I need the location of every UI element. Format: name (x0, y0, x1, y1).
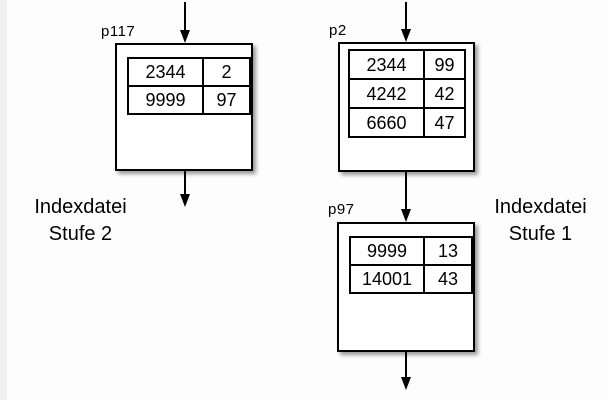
node-table-p2: 2344 99 4242 42 6660 47 (348, 49, 466, 138)
pointer-cell: 99 (423, 49, 466, 80)
node-box-p97: 9999 13 14001 43 (337, 222, 475, 352)
key-cell: 14001 (349, 264, 425, 294)
key-cell: 6660 (348, 107, 425, 138)
key-cell: 9999 (127, 85, 204, 115)
table-row: 2344 2 (127, 57, 251, 87)
arrow-out-of-p117-head (180, 194, 190, 207)
node-box-p2: 2344 99 4242 42 6660 47 (338, 42, 475, 172)
table-row: 9999 13 (349, 236, 473, 266)
table-row: 2344 99 (348, 49, 466, 80)
caption-line: Indexdatei (34, 196, 127, 218)
arrow-into-p117-head (180, 30, 190, 43)
caption-indexdatei-stufe-2: Indexdatei Stufe 2 (8, 194, 153, 248)
table-row: 4242 42 (348, 78, 466, 109)
caption-line: Stufe 1 (508, 223, 573, 245)
arrow-into-p117-line (184, 2, 186, 31)
arrow-out-of-p117-line (184, 171, 186, 195)
table-row: 6660 47 (348, 107, 466, 138)
node-table-p97: 9999 13 14001 43 (349, 236, 473, 294)
node-label-p2: p2 (329, 22, 347, 39)
pointer-cell: 2 (202, 57, 251, 87)
arrow-into-p2-line (405, 2, 407, 30)
node-label-p117: p117 (101, 23, 136, 40)
arrow-out-of-p97-head (401, 377, 411, 390)
page-left-gutter (0, 0, 7, 400)
node-box-p117: 2344 2 9999 97 (115, 43, 253, 171)
pointer-cell: 42 (423, 78, 466, 109)
key-cell: 2344 (348, 49, 425, 80)
caption-line: Indexdatei (494, 196, 587, 218)
key-cell: 2344 (127, 57, 204, 87)
caption-indexdatei-stufe-1: Indexdatei Stufe 1 (468, 194, 608, 248)
pointer-cell: 47 (423, 107, 466, 138)
arrow-p2-to-p97-line (405, 172, 407, 210)
arrow-into-p2-head (401, 29, 411, 42)
node-table-p117: 2344 2 9999 97 (127, 57, 251, 115)
key-cell: 9999 (349, 236, 425, 266)
arrow-p2-to-p97-head (401, 209, 411, 222)
arrow-out-of-p97-line (405, 352, 407, 378)
key-cell: 4242 (348, 78, 425, 109)
node-label-p97: p97 (328, 201, 355, 218)
table-row: 14001 43 (349, 264, 473, 294)
caption-line: Stufe 2 (48, 223, 113, 245)
pointer-cell: 13 (423, 236, 473, 266)
table-row: 9999 97 (127, 85, 251, 115)
pointer-cell: 97 (202, 85, 251, 115)
pointer-cell: 43 (423, 264, 473, 294)
